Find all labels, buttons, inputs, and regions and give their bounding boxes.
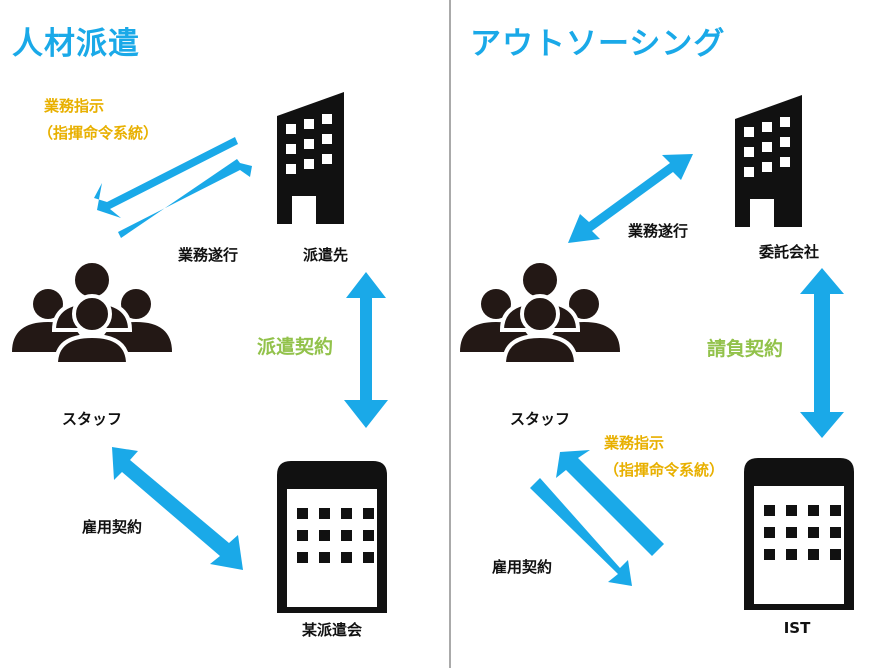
left-employment-contract-arrow-icon (112, 447, 243, 570)
left-agency-label: 某派遣会 (301, 621, 363, 639)
left-client-label: 派遣先 (303, 246, 349, 264)
left-dispatch-contract-arrow-icon (344, 272, 388, 428)
right-contract-label: 請負契約 (707, 338, 784, 360)
right-panel-title: アウトソーシング (470, 26, 726, 62)
right-instruction-arrow-icon (556, 450, 664, 556)
left-dispatch-contract-label: 派遣契約 (257, 336, 334, 358)
left-execution-arrow-icon (118, 159, 252, 238)
right-contractor-label: IST (783, 619, 811, 637)
right-client-label: 委託会社 (759, 243, 820, 261)
right-instruction-label: 業務指示 (604, 434, 665, 452)
right-employment-contract-arrow-icon (530, 478, 632, 586)
right-block-building-icon (744, 458, 854, 610)
left-office-building-icon (277, 92, 344, 224)
left-panel-title: 人材派遣 (12, 26, 140, 62)
right-employment-contract-label: 雇用契約 (492, 558, 553, 576)
right-office-building-icon (735, 95, 802, 227)
right-staff-label: スタッフ (509, 410, 571, 428)
left-instruction-sub-label: （指揮命令系統） (38, 124, 159, 142)
right-execution-label: 業務遂行 (628, 222, 689, 240)
left-instruction-label: 業務指示 (44, 97, 105, 115)
right-contract-arrow-icon (800, 268, 844, 438)
left-execution-label: 業務遂行 (178, 246, 239, 264)
left-staff-label: スタッフ (61, 410, 123, 428)
right-people-group-icon (458, 259, 622, 366)
left-people-group-icon (10, 259, 174, 366)
left-instruction-arrow-icon (94, 137, 238, 218)
left-employment-contract-label: 雇用契約 (82, 518, 143, 536)
right-instruction-sub-label: （指揮命令系統） (604, 461, 725, 479)
left-block-building-icon (277, 461, 387, 613)
right-execution-arrow-icon (568, 154, 693, 243)
